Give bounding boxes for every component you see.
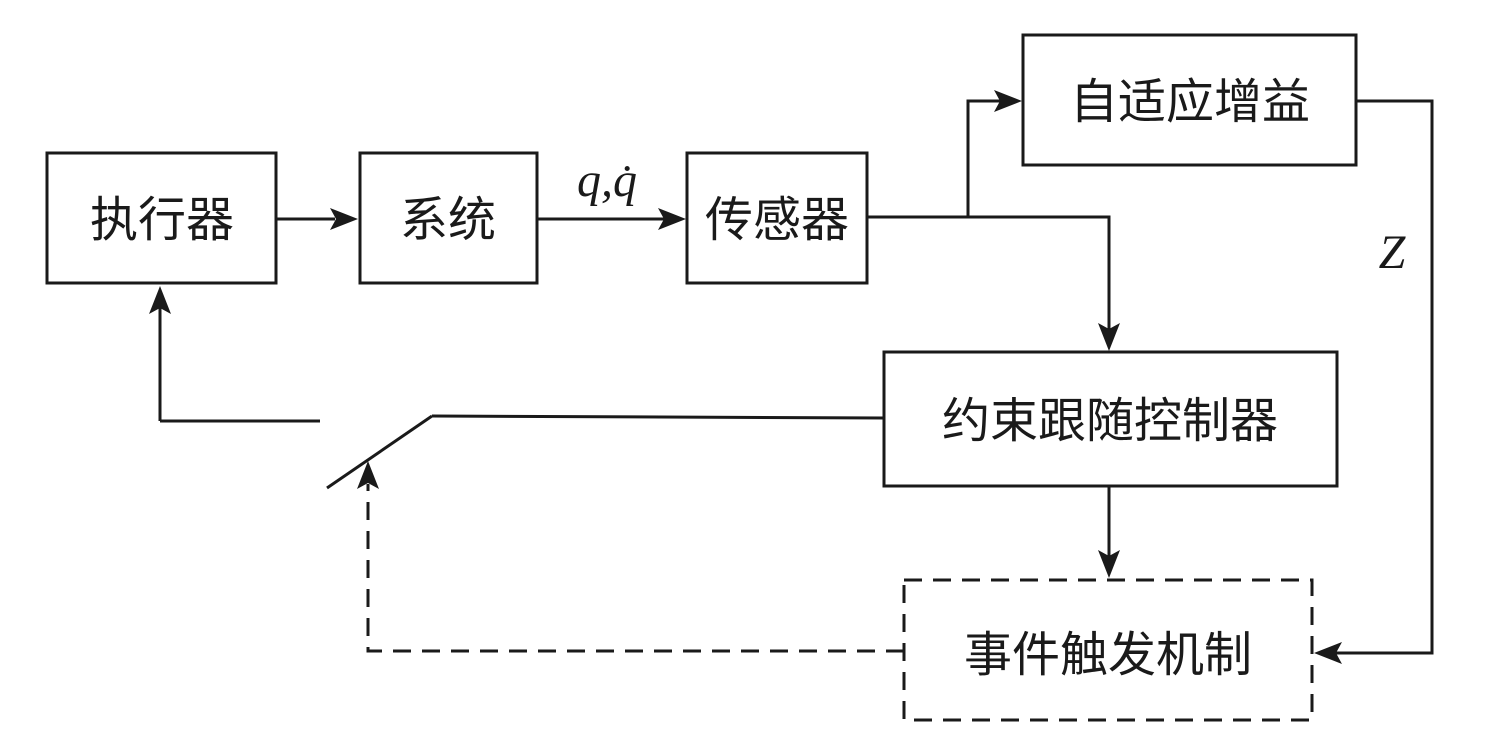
system-label: 系统	[400, 192, 496, 248]
edge-sensor-outputs	[867, 90, 1120, 351]
controller-label: 约束跟随控制器	[942, 393, 1278, 449]
arrowhead-adaptive-gain	[994, 90, 1022, 112]
sensor-box	[685, 151, 869, 285]
wire	[431, 414, 885, 420]
event-trigger-label: 事件触发机制	[964, 627, 1252, 683]
arrowhead	[357, 461, 379, 489]
arrowhead-controller	[1098, 323, 1120, 351]
arrowhead	[330, 208, 358, 230]
edge-controller-to-switch	[431, 414, 885, 420]
dashed-wire	[366, 484, 904, 653]
adaptive-gain-box	[1021, 33, 1358, 167]
edge-event-trigger-to-switch	[357, 461, 904, 653]
wire-to-controller	[867, 215, 1111, 330]
arrowhead	[1314, 642, 1342, 664]
sensor-label: 传感器	[705, 192, 849, 248]
block-actuator: 执行器	[45, 151, 278, 285]
block-system: 系统	[358, 151, 539, 285]
actuator-label: 执行器	[90, 192, 234, 248]
adaptive-gain-label: 自适应增益	[1070, 74, 1310, 130]
wire-to-adaptive-gain	[966, 99, 1000, 217]
edge-actuator-to-system	[276, 208, 358, 230]
state-signal-label: q,q̇	[577, 154, 637, 207]
switch-blade	[326, 414, 433, 490]
block-adaptive-gain: 自适应增益	[1021, 33, 1358, 167]
arrowhead	[658, 208, 686, 230]
system-box	[358, 151, 539, 285]
block-constrained-tracking-controller: 约束跟随控制器	[882, 350, 1339, 488]
block-event-trigger-mechanism: 事件触发机制	[902, 578, 1314, 722]
arrowhead	[1098, 550, 1120, 578]
event-trigger-switch	[149, 286, 433, 490]
edge-controller-to-event-trigger	[1098, 486, 1120, 578]
edge-adaptive-gain-to-event-trigger: Z	[1314, 99, 1434, 664]
edge-system-to-sensor: q,q̇	[537, 154, 686, 230]
wire	[1336, 99, 1434, 655]
arrowhead-actuator	[149, 286, 171, 314]
actuator-box	[45, 151, 278, 285]
block-sensor: 传感器	[685, 151, 869, 285]
gain-signal-label: Z	[1379, 226, 1407, 279]
